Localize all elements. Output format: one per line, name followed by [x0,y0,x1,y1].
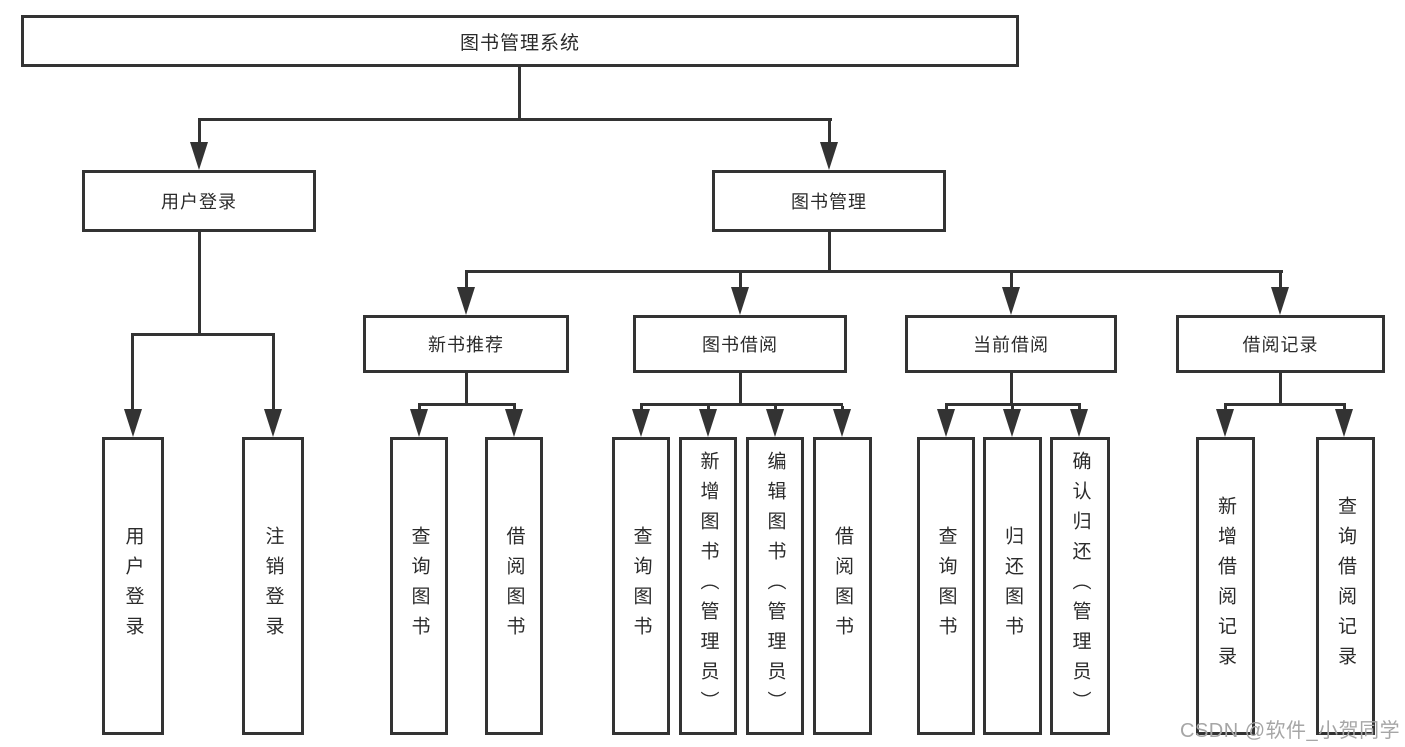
arrow-down-icon [632,409,650,437]
node-leaf-add-book-admin: 新增图书（管理员） [679,437,737,735]
edge-mgmt-stem [828,232,831,272]
arrow-down-icon [190,142,208,170]
node-leaf-query-books-newrec: 查询图书 [390,437,448,735]
arrow-down-icon [937,409,955,437]
edge-borrow-stem [739,373,742,405]
arrow-down-icon [1216,409,1234,437]
arrow-down-icon [505,409,523,437]
node-book-management: 图书管理 [712,170,946,232]
edge-newrec-branch [418,403,516,406]
arrow-down-icon [1070,409,1088,437]
node-current-borrowing: 当前借阅 [905,315,1117,373]
edge-mgmt-drop-4 [1279,273,1282,289]
node-leaf-return-books: 归还图书 [983,437,1042,735]
edge-login-drop-2 [272,336,275,410]
edge-root-drop-mgmt [828,121,831,147]
leaf-label: 借阅图书 [503,526,525,646]
leaf-label: 新增借阅记录 [1215,496,1236,676]
arrow-down-icon [457,287,475,315]
arrow-down-icon [1002,287,1020,315]
leaf-label: 归还图书 [1002,526,1023,646]
leaf-label: 查询图书 [935,526,957,646]
edge-borrow-branch [640,403,843,406]
arrow-down-icon [820,142,838,170]
leaf-label: 查询图书 [630,526,652,646]
node-leaf-borrow-books-borrow: 借阅图书 [813,437,872,735]
arrow-down-icon [766,409,784,437]
arrow-down-icon [1003,409,1021,437]
edge-mgmt-drop-3 [1010,273,1013,289]
edge-login-drop-1 [131,336,134,410]
arrow-down-icon [731,287,749,315]
node-borrowing-records: 借阅记录 [1176,315,1385,373]
arrow-down-icon [410,409,428,437]
leaf-label: 注销登录 [262,526,284,646]
node-leaf-query-books-borrow: 查询图书 [612,437,670,735]
node-leaf-confirm-return-admin: 确认归还（管理员） [1050,437,1110,735]
edge-records-stem [1279,373,1282,405]
edge-login-stem [198,232,201,335]
leaf-label: 查询借阅记录 [1335,496,1356,676]
node-user-login: 用户登录 [82,170,316,232]
node-library-management-system: 图书管理系统 [21,15,1019,67]
leaf-label: 用户登录 [122,526,144,646]
node-leaf-edit-book-admin: 编辑图书（管理员） [746,437,804,735]
arrow-down-icon [124,409,142,437]
node-new-book-recommendation: 新书推荐 [363,315,569,373]
edge-mgmt-branch [465,270,1283,273]
arrow-down-icon [833,409,851,437]
csdn-watermark: CSDN @软件_小贺同学 [1180,720,1401,742]
leaf-label: 查询图书 [408,526,430,646]
edge-newrec-stem [465,373,468,405]
node-leaf-add-borrow-record: 新增借阅记录 [1196,437,1255,735]
node-leaf-borrow-books-newrec: 借阅图书 [485,437,543,735]
arrow-down-icon [699,409,717,437]
edge-current-stem [1010,373,1013,405]
node-leaf-query-books-current: 查询图书 [917,437,975,735]
leaf-label: 确认归还（管理员） [1069,451,1091,721]
arrow-down-icon [1271,287,1289,315]
node-leaf-query-borrow-record: 查询借阅记录 [1316,437,1375,735]
edge-root-drop-login [198,121,201,147]
leaf-label: 编辑图书（管理员） [764,451,786,721]
arrow-down-icon [264,409,282,437]
node-book-borrowing: 图书借阅 [633,315,847,373]
node-leaf-logout-login: 注销登录 [242,437,304,735]
edge-mgmt-drop-1 [465,273,468,289]
edge-records-branch [1224,403,1346,406]
edge-current-branch [945,403,1081,406]
edge-root-branch [198,118,832,121]
edge-login-branch [131,333,275,336]
arrow-down-icon [1335,409,1353,437]
leaf-label: 借阅图书 [832,526,853,646]
node-leaf-user-login: 用户登录 [102,437,164,735]
edge-mgmt-drop-2 [739,273,742,289]
leaf-label: 新增图书（管理员） [697,451,719,721]
edge-root-stem [518,67,521,120]
